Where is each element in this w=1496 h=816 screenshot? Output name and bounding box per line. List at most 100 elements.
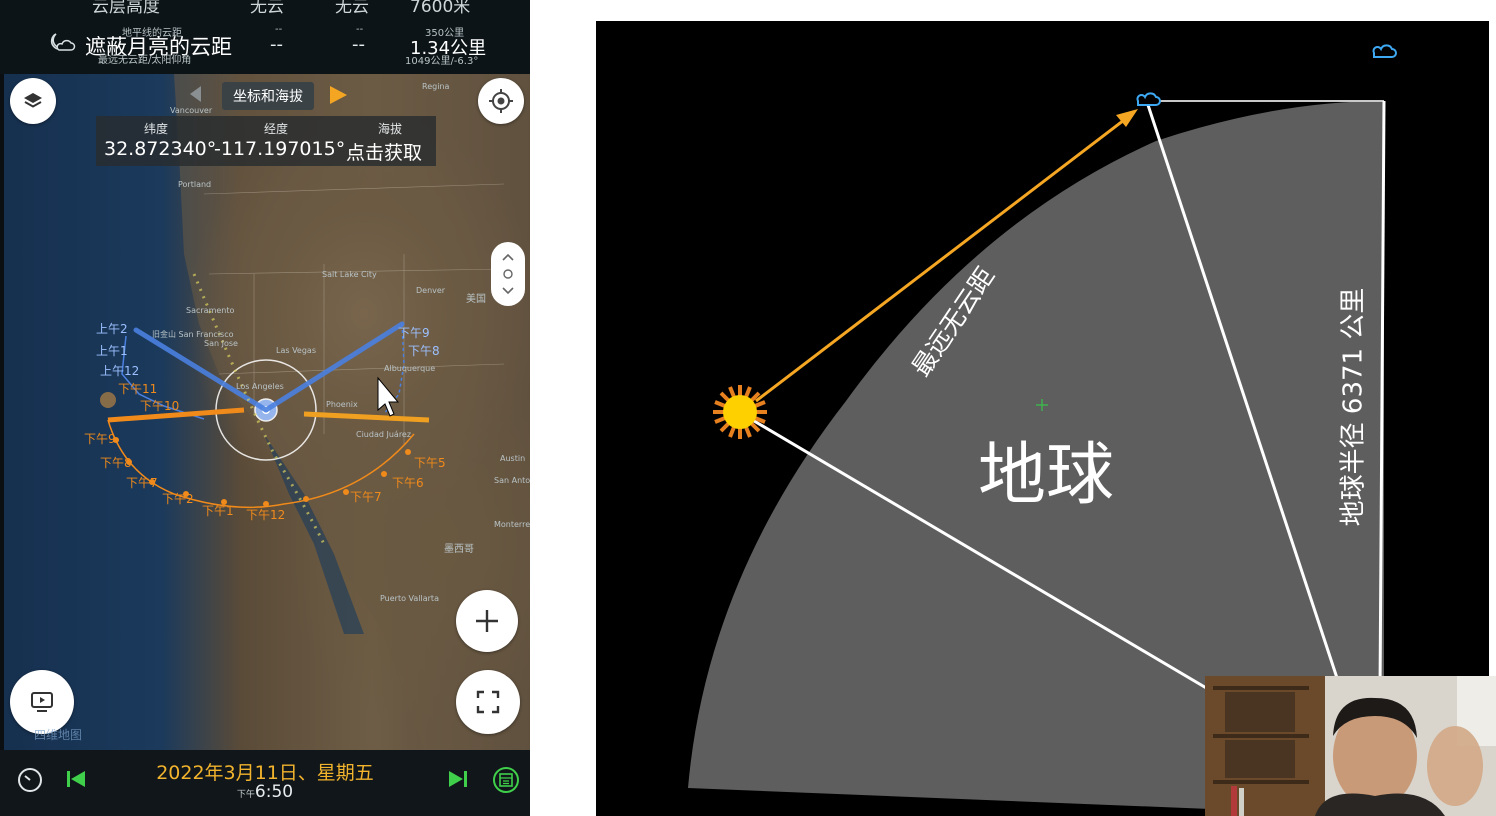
sun-time-label: 下午8 [408, 344, 440, 358]
time-label[interactable]: 下午6:50 [0, 782, 530, 802]
map-label-puerto-vallarta: Puerto Vallarta [380, 594, 439, 603]
clock-icon[interactable] [16, 766, 44, 794]
next-tab-arrow[interactable] [330, 86, 347, 104]
radius-line-to-cloud [1146, 104, 1340, 682]
date-label[interactable]: 2022年3月11日、星期五 [156, 762, 374, 784]
longitude-value: -117.197015° [214, 138, 346, 160]
map-label-phoenix: Phoenix [326, 400, 358, 409]
coordinate-readout: 纬度 经度 海拔 32.872340° -117.197015° 点击获取 [96, 116, 436, 166]
crosshair-icon [489, 89, 513, 113]
locate-button[interactable] [478, 78, 524, 124]
slideshow-icon [31, 692, 53, 712]
latitude-label: 纬度 [144, 122, 169, 136]
clear-distance-label: 最远无云距/太阳仰角 [98, 55, 192, 66]
horizon-title: 遮蔽月亮的云距 [85, 35, 232, 59]
altitude-label: 海拔 [378, 122, 403, 136]
phone-app-panel: 云层高度 无云 无云 7600米 地平线的云距 -- -- 350公里 遮蔽月亮… [0, 0, 530, 816]
earth-label: 地球 [978, 436, 1115, 515]
map-label-vancouver: Vancouver [170, 106, 213, 115]
cloud-icon [1136, 92, 1161, 106]
time-bar: 2022年3月11日、星期五 下午6:50 [0, 750, 530, 816]
earth-shape [688, 101, 1384, 816]
previous-tab-arrow[interactable] [190, 86, 201, 102]
webcam-feed [1205, 676, 1496, 816]
earth-center-marker [1036, 399, 1048, 411]
sun-time-label: 下午6 [392, 476, 424, 490]
sun-time-label: 上午2 [96, 322, 128, 336]
layers-icon [24, 93, 42, 108]
map-watermark: 四维地图 [34, 728, 83, 742]
horizon-distance-label: 地平线的云距 [122, 28, 182, 39]
longitude-label: 经度 [264, 122, 289, 136]
webcam-overlay [1205, 676, 1496, 816]
sun-time-label: 下午1 [202, 504, 234, 518]
sun-time-label: 上午12 [100, 364, 140, 378]
map-label-albuquerque: Albuquerque [384, 364, 436, 373]
sun-time-label: 下午2 [162, 492, 194, 506]
sun-time-label: 上午1 [96, 344, 128, 358]
map-label-los-angeles: Los Angeles [236, 382, 284, 391]
cloud-height-label: 云层高度 [92, 0, 160, 17]
calendar-icon[interactable] [492, 766, 520, 794]
sun-time-label: 下午12 [246, 508, 286, 522]
coordinate-tab[interactable]: 坐标和海拔 [222, 82, 314, 110]
map-label-san-francisco: 旧金山 San Francisco [152, 330, 234, 339]
horizon-value-bottom: 1049公里/-6.3° [405, 56, 479, 67]
skip-previous-icon[interactable] [66, 770, 86, 788]
zoom-in-button[interactable] [456, 590, 518, 652]
cloud-height-c2: 无云 [335, 0, 369, 17]
horizon-c1: -- [270, 34, 283, 55]
map-label-salt-lake: Salt Lake City [322, 270, 377, 279]
horizon-c1-small: -- [275, 24, 283, 35]
map-label-austin: Austin [500, 454, 526, 463]
map-label-san-antonio: San Antonio [494, 476, 530, 485]
sun-icon [713, 385, 767, 439]
map-label-usa: 美国 [466, 294, 486, 305]
cloud-height-c3: 7600米 [410, 0, 471, 17]
map-overlay [100, 74, 530, 750]
moon-cloud-icon [50, 33, 76, 51]
cloud-height-c1: 无云 [250, 0, 284, 17]
arrow-head [1116, 109, 1138, 127]
map-label-ciudad-juarez: Ciudad Juárez [356, 430, 412, 439]
cloud-icon [1372, 44, 1397, 58]
sun-time-label: 下午7 [350, 490, 382, 504]
earth-radius-label: 地球半径 6371 公里 [1338, 287, 1369, 527]
satellite-map[interactable]: Vancouver Portland Regina Sacramento 旧金山… [4, 74, 530, 750]
sun-time-label: 下午5 [414, 456, 446, 470]
map-label-denver: Denver [416, 286, 446, 295]
fullscreen-button[interactable] [456, 670, 520, 734]
radius-line-to-sun [743, 413, 1209, 691]
radius-line-vertical [1378, 100, 1386, 694]
layers-button[interactable] [10, 78, 56, 124]
diagram-canvas [688, 44, 1397, 816]
map-label-regina: Regina [422, 82, 450, 91]
ampm-label: 下午 [236, 790, 255, 800]
map-label-monterrey: Monterrey [494, 520, 530, 529]
altitude-fetch-link[interactable]: 点击获取 [346, 142, 423, 164]
slideshow-button[interactable] [10, 670, 74, 734]
map-label-mexico: 墨西哥 [444, 544, 474, 555]
zoom-slider[interactable] [491, 242, 525, 306]
map-label-las-vegas: Las Vegas [276, 346, 316, 355]
latitude-value: 32.872340° [104, 138, 217, 160]
sun-time-label: 下午9 [398, 326, 430, 340]
horizon-value: 1.34公里 [410, 38, 487, 59]
zoom-slider-glyphs [502, 253, 514, 295]
map-label-san-jose: San Jose [204, 339, 238, 348]
horizon-c2-small: -- [356, 24, 364, 35]
sun-time-label: 下午11 [118, 382, 158, 396]
horizon-value-top: 350公里 [425, 28, 465, 39]
plus-icon [476, 610, 498, 632]
sun-time-label: 下午7 [126, 476, 158, 490]
sun-time-label: 下午10 [140, 399, 180, 413]
clear-distance-arrow [755, 115, 1129, 403]
horizon-c2: -- [352, 34, 365, 55]
time-value: 6:50 [254, 782, 294, 802]
info-header: 云层高度 无云 无云 7600米 地平线的云距 -- -- 350公里 遮蔽月亮… [0, 0, 530, 74]
sun-time-label: 下午8 [100, 456, 132, 470]
sun-time-label: 下午9 [84, 432, 116, 446]
skip-next-icon[interactable] [448, 770, 468, 788]
map-label-sacramento: Sacramento [186, 306, 235, 315]
fullscreen-icon [476, 690, 500, 714]
